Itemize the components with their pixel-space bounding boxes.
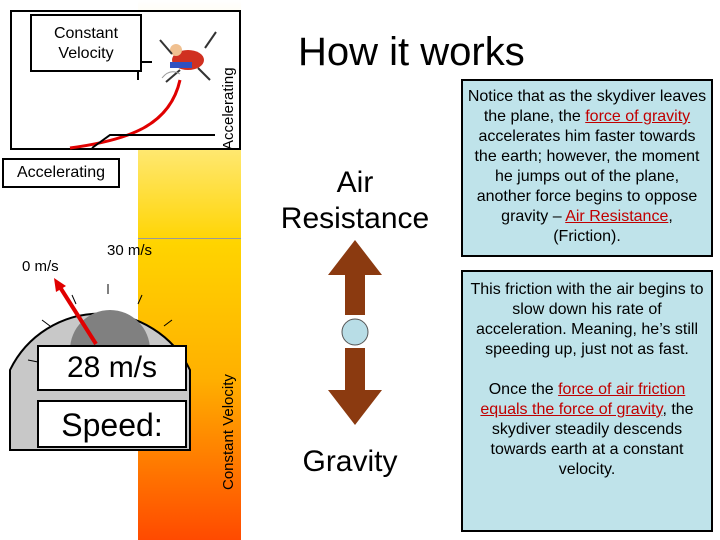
page-title: How it works xyxy=(298,30,525,74)
constant-velocity-label: Constant Velocity xyxy=(30,14,142,72)
gravity-arrow xyxy=(328,348,382,425)
gauge-needle xyxy=(56,282,98,346)
explanation-note-1: Notice that as the skydiver leaves the p… xyxy=(461,79,713,257)
skydiver-body-icon xyxy=(341,318,369,346)
constant-velocity-vertical-label: Constant Velocity xyxy=(220,374,237,490)
explanation-note-2: This friction with the air begins to slo… xyxy=(461,270,713,532)
gauge-tick-thirty: 30 m/s xyxy=(107,242,153,259)
speed-label: Speed: xyxy=(37,400,187,448)
accelerating-vertical-label: Accelerating xyxy=(220,67,237,150)
gravity-label: Gravity xyxy=(302,445,398,478)
air-resistance-label: Air Resistance xyxy=(280,166,430,235)
gauge-needle-tip xyxy=(54,278,66,292)
note2-highlight-forces-equal: force of air friction equals the force o… xyxy=(480,381,686,418)
note1-text-a: Notice that as the skydiver leaves the p… xyxy=(467,88,707,125)
note2-paragraph-friction: This friction with the air begins to slo… xyxy=(470,281,704,358)
note1-highlight-gravity: force of gravity xyxy=(585,108,691,125)
speed-label-text: Speed xyxy=(61,407,154,443)
graph-callout-line-bottom xyxy=(91,134,215,149)
skydiver-icon xyxy=(159,31,217,83)
force-diagram xyxy=(328,240,382,425)
speed-label-colon: : xyxy=(153,407,163,443)
velocity-curve xyxy=(69,79,182,150)
note2-text-b: , the skydiver steadily descends towards… xyxy=(490,401,694,478)
note1-text-b: accelerates him faster towards the earth… xyxy=(474,128,700,225)
gauge-tick-zero: 0 m/s xyxy=(22,258,59,275)
note1-text-c: , (Friction). xyxy=(553,208,673,245)
note1-highlight-air-resistance: Air Resistance xyxy=(565,208,669,225)
velocity-graph xyxy=(69,31,217,150)
accelerating-label: Accelerating xyxy=(2,158,120,188)
speed-value: 28 m/s xyxy=(37,345,187,391)
strip-divider xyxy=(138,238,241,239)
note2-text-a: Once the xyxy=(488,381,559,398)
air-resistance-arrow xyxy=(328,240,382,315)
note2-paragraph-equilibrium: Once the force of air friction equals th… xyxy=(467,380,707,480)
